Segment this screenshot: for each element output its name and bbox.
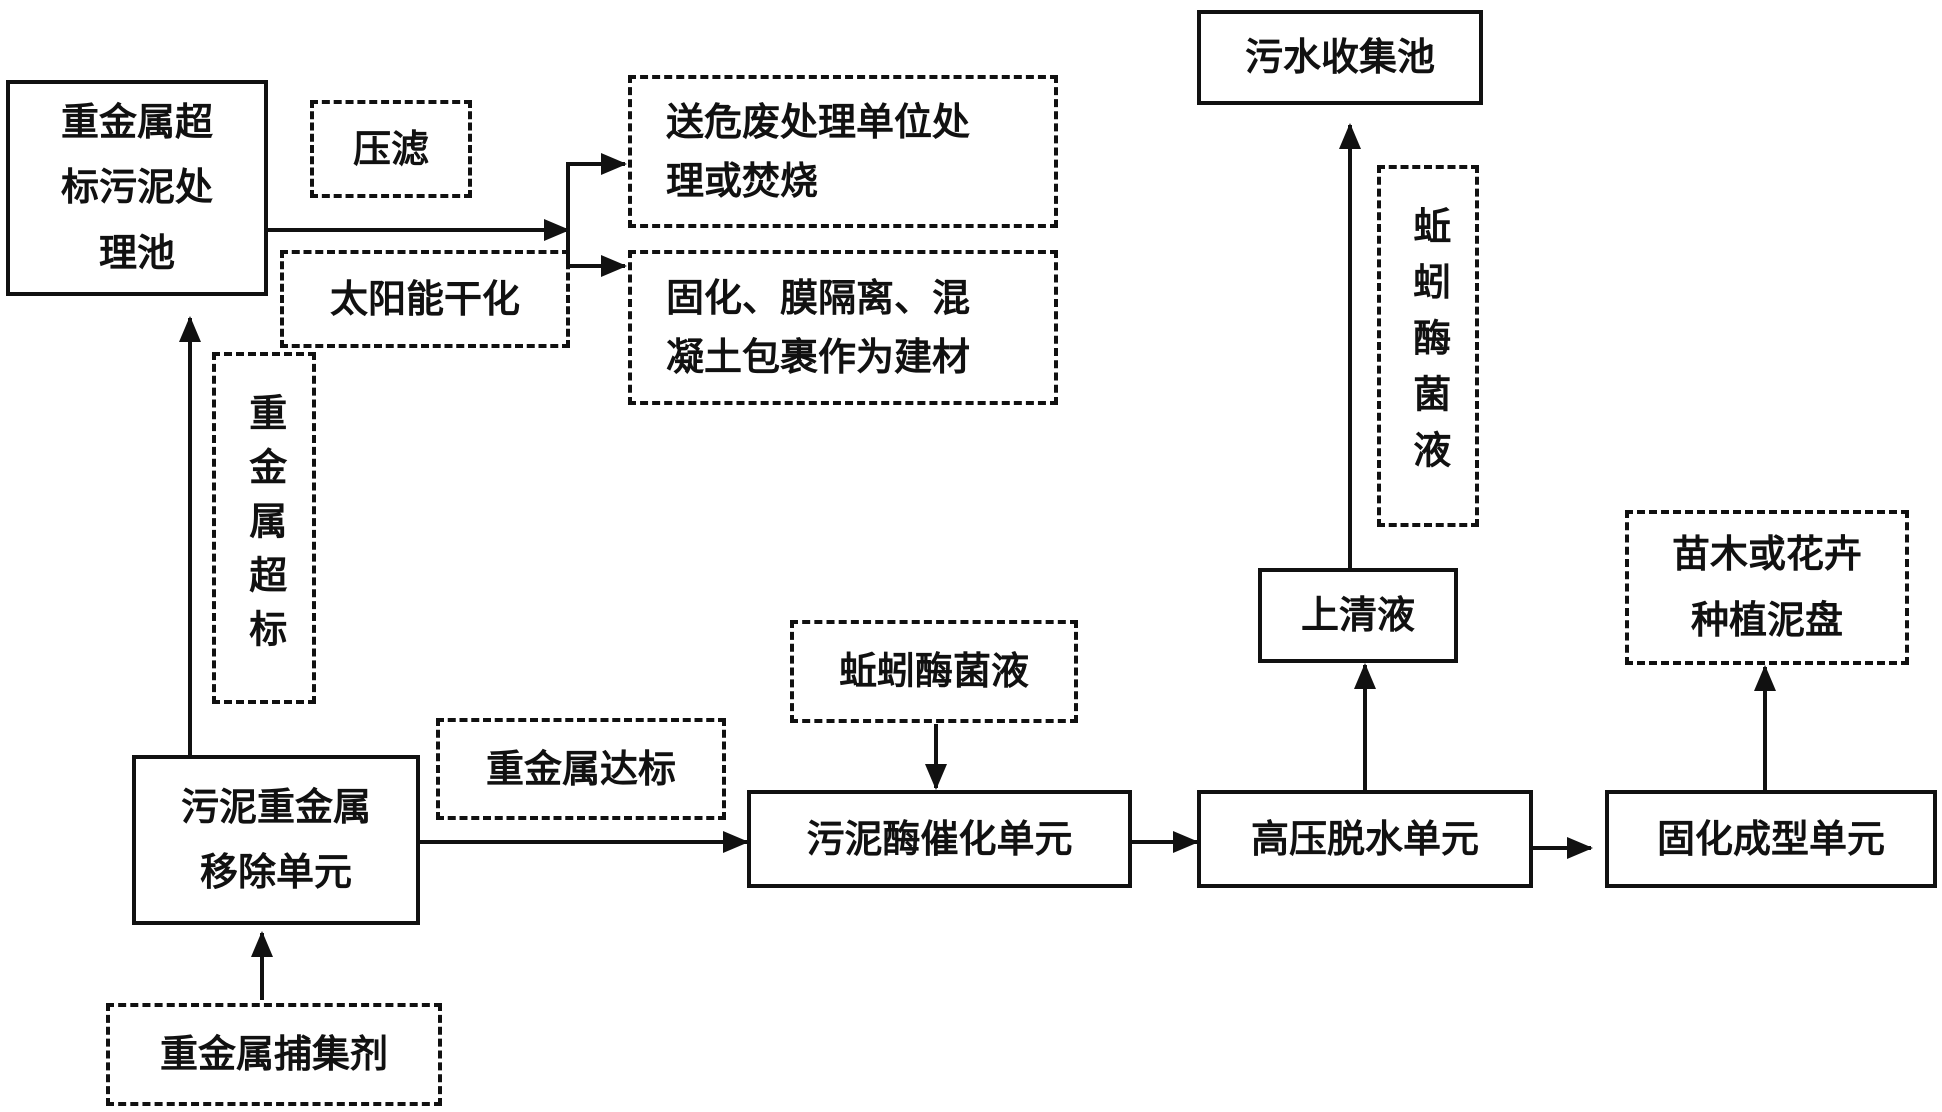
seedling-tray-label: 苗木或花卉 种植泥盘 [1671, 532, 1862, 642]
solidification-unit: 固化成型单元 [1605, 790, 1937, 888]
heavy-metal-compliant-box: 重金属达标 [436, 718, 726, 820]
enzyme-top-label: 蚯蚓酶菌液 [838, 649, 1029, 694]
sludge-pool-label: 重金属超 标污泥处 理池 [60, 99, 213, 275]
capture-agent-box: 重金属捕集剂 [106, 1003, 442, 1106]
solidify-building-label: 固化、膜隔离、混 凝土包裹作为建材 [666, 275, 971, 379]
earthworm-enzyme-box: 蚯蚓酶菌液 [790, 620, 1078, 723]
sewage-pool-label: 污水收集池 [1244, 35, 1435, 80]
enzyme-catalysis-unit: 污泥酶催化单元 [747, 790, 1132, 888]
enzyme-unit-label: 污泥酶催化单元 [806, 816, 1073, 861]
sludge-treatment-pool: 重金属超 标污泥处 理池 [6, 80, 268, 296]
hazardous-disposal-box: 送危废处理单位处 理或焚烧 [628, 75, 1058, 228]
heavy-metal-exceeding-box: 重金属超标 [212, 352, 316, 704]
solid-unit-label: 固化成型单元 [1656, 816, 1885, 861]
solidify-building-box: 固化、膜隔离、混 凝土包裹作为建材 [628, 250, 1058, 405]
supernatant-box: 上清液 [1258, 568, 1458, 663]
exceeding-label: 重金属超标 [242, 393, 287, 663]
dewater-unit-label: 高压脱水单元 [1250, 816, 1479, 861]
hazard-disposal-label: 送危废处理单位处 理或焚烧 [666, 99, 971, 203]
high-pressure-dewater-unit: 高压脱水单元 [1197, 790, 1533, 888]
capture-agent-label: 重金属捕集剂 [159, 1032, 388, 1077]
heavy-metal-removal-unit: 污泥重金属 移除单元 [132, 755, 420, 925]
solar-drying-label: 太阳能干化 [329, 276, 520, 321]
earthworm-enzyme-vertical-box: 蚯蚓酶菌液 [1377, 165, 1479, 527]
enzyme-vertical-label: 蚯蚓酶菌液 [1406, 206, 1451, 486]
sewage-collection-pool: 污水收集池 [1197, 10, 1483, 105]
seedling-tray-box: 苗木或花卉 种植泥盘 [1625, 510, 1909, 665]
press-filter-box: 压滤 [310, 100, 472, 198]
press-filter-label: 压滤 [352, 126, 429, 171]
compliant-label: 重金属达标 [485, 746, 676, 791]
solar-drying-box: 太阳能干化 [280, 250, 570, 348]
removal-unit-label: 污泥重金属 移除单元 [180, 784, 371, 894]
supernatant-label: 上清液 [1300, 593, 1415, 638]
